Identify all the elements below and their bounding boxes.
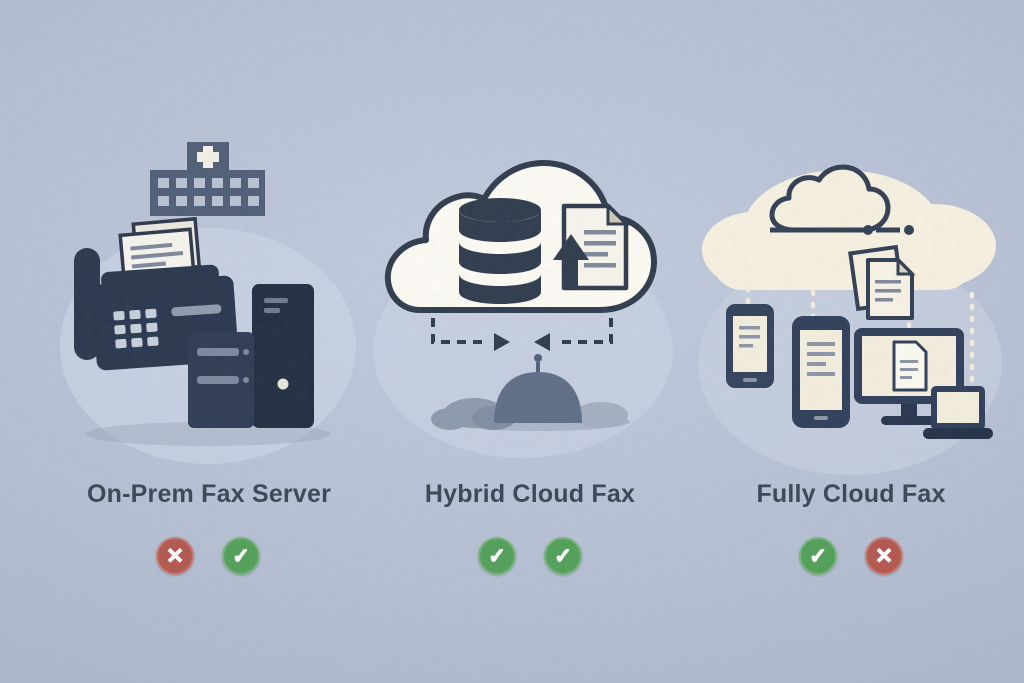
label-fully-cloud: Fully Cloud Fax — [756, 480, 946, 508]
fully-cloud-status-row — [799, 537, 903, 575]
document-upload-icon — [553, 202, 630, 291]
hospital-icon — [150, 142, 265, 216]
home-bar — [743, 378, 757, 382]
status-icon — [799, 537, 837, 575]
status-icon — [156, 537, 194, 575]
monitor-base — [881, 416, 937, 425]
home-bar — [814, 416, 828, 420]
label-hybrid: Hybrid Cloud Fax — [424, 480, 636, 508]
status-icon — [544, 537, 582, 575]
onprem-status-row — [156, 537, 260, 575]
connector-dot — [904, 225, 914, 235]
laptop-base — [923, 428, 993, 439]
status-icon — [865, 537, 903, 575]
monitor-neck — [901, 404, 917, 416]
smartphone-large-icon — [792, 316, 850, 428]
label-onprem: On-Prem Fax Server — [87, 480, 331, 508]
fax-keypad — [113, 308, 159, 349]
hybrid-status-row — [478, 537, 582, 575]
hybrid-illustration — [373, 160, 673, 458]
status-icon — [478, 537, 516, 575]
onprem-illustration — [60, 142, 356, 464]
status-icon — [222, 537, 260, 575]
cloud-illustration — [698, 164, 1002, 475]
drive-stack-icon — [188, 332, 254, 428]
server-tower-icon — [252, 284, 314, 428]
laptop-icon — [923, 386, 993, 439]
connector-dot — [863, 225, 873, 235]
antenna-tip — [534, 354, 542, 362]
smartphone-small-icon — [726, 304, 774, 388]
page-fold — [606, 202, 630, 226]
power-button — [277, 378, 289, 390]
